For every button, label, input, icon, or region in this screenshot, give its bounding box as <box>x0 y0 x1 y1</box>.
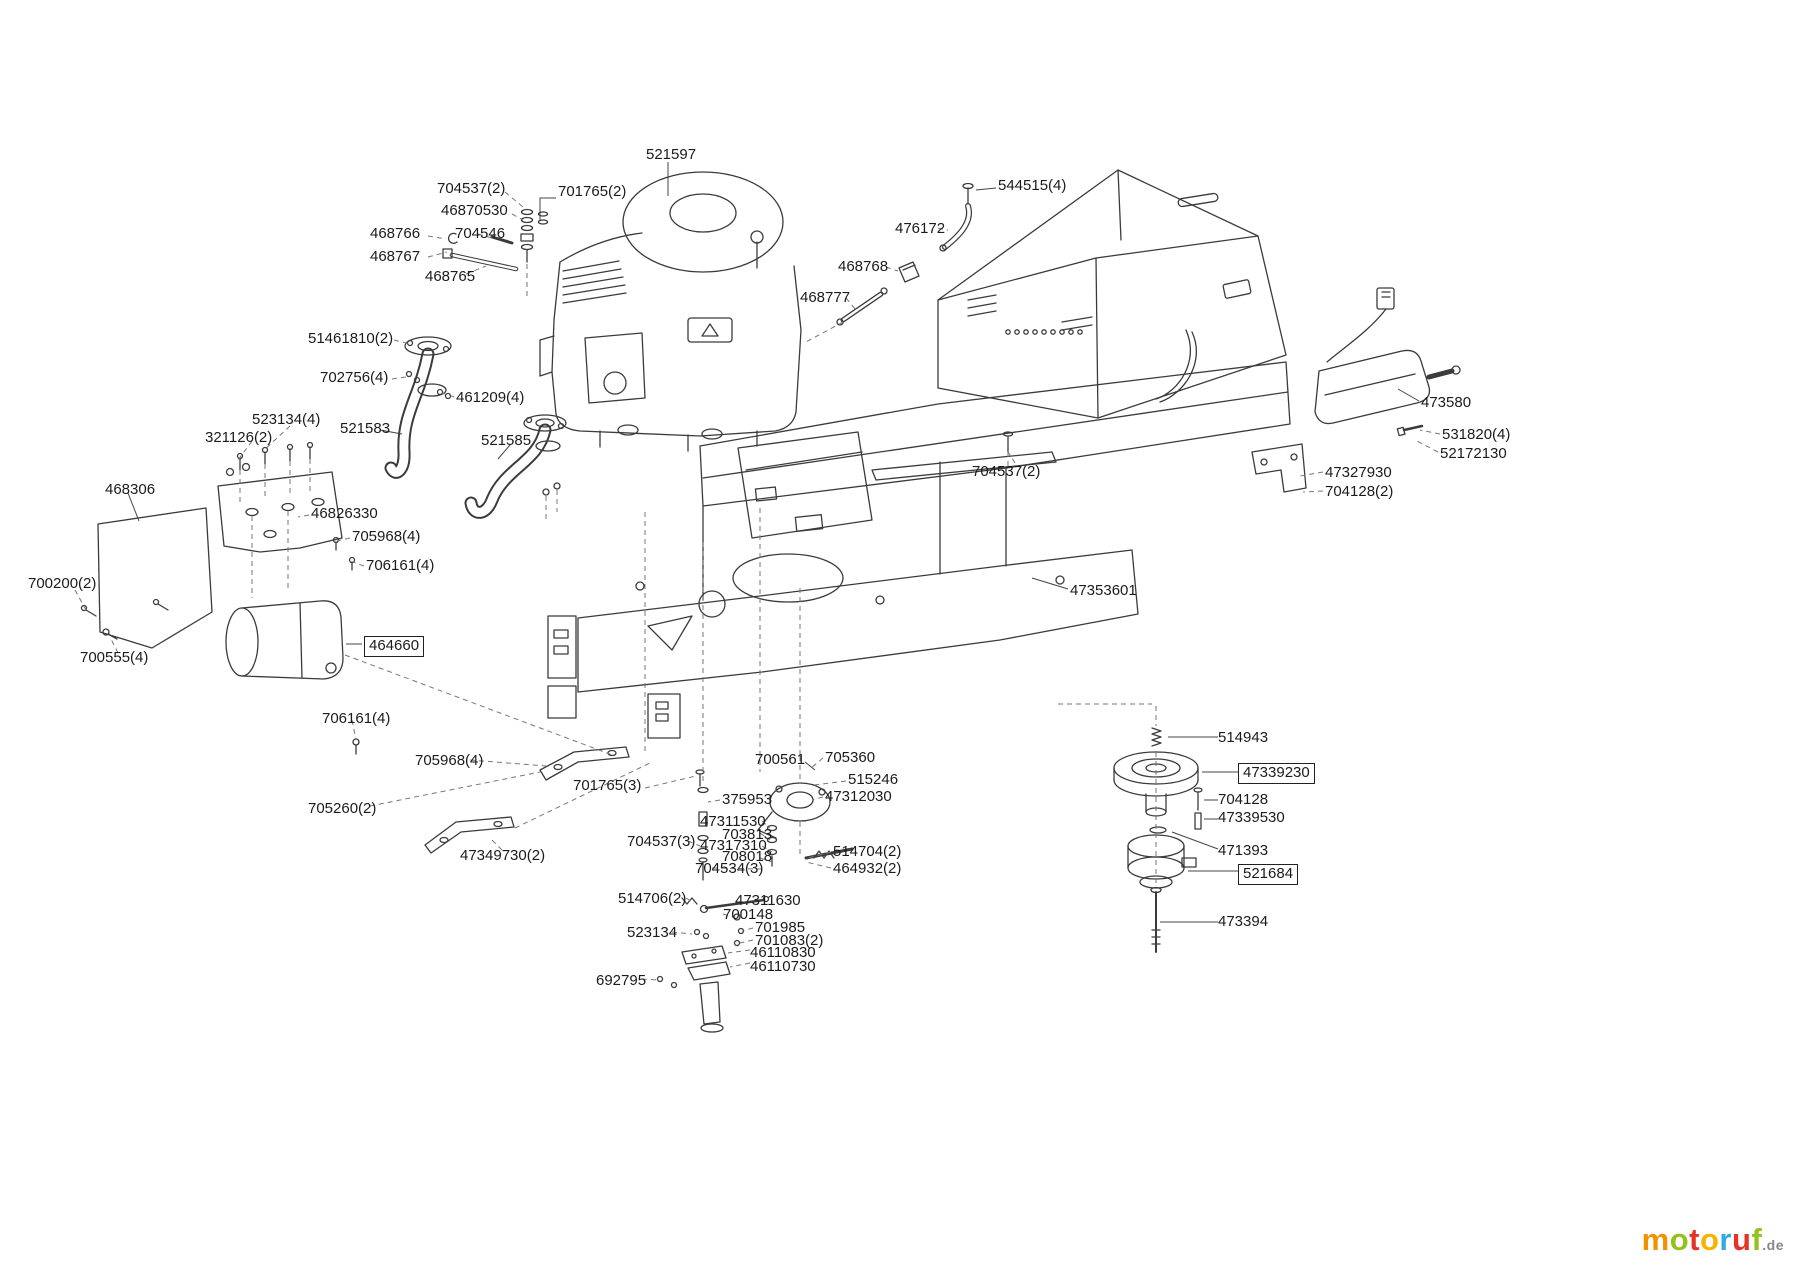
part-number-label: 468777 <box>800 289 851 306</box>
part-number-label: 523134 <box>627 924 678 941</box>
part-number-label: 47349730(2) <box>460 847 546 864</box>
part-number-label: 704537(2) <box>972 463 1041 480</box>
part-number-label: 47327930 <box>1325 464 1392 481</box>
part-number-label: 704128 <box>1218 791 1269 808</box>
part-number-label: 46870530 <box>441 202 508 219</box>
part-number-label: 704534(3) <box>695 860 764 877</box>
part-number-label: 700561 <box>755 751 806 768</box>
part-number-label: 476172 <box>895 220 946 237</box>
part-number-label: 47311530 <box>700 813 766 830</box>
part-number-label: 321126(2) <box>205 429 273 446</box>
part-number-label: 468765 <box>425 268 476 285</box>
part-number-label: 464660 <box>364 636 425 657</box>
part-number-label: 702756(4) <box>320 369 389 386</box>
part-number-label: 544515(4) <box>998 177 1067 194</box>
logo-letter: o <box>1699 1222 1720 1257</box>
frame-drawing <box>547 361 1291 739</box>
clutch-drawing <box>1113 727 1203 953</box>
part-number-label: 521597 <box>646 146 697 163</box>
part-number-label: 461209(4) <box>456 389 525 406</box>
part-number-label: 708018 <box>722 848 773 865</box>
part-number-label: 46110730 <box>750 958 816 975</box>
part-number-label: 47339230 <box>1238 763 1315 784</box>
part-number-label: 473394 <box>1218 913 1269 930</box>
logo-letter: f <box>1751 1222 1763 1257</box>
part-number-label: 47312030 <box>825 788 892 805</box>
logo-letter: t <box>1689 1222 1700 1257</box>
part-number-label: 47317310 <box>700 837 767 854</box>
part-number-label: 703813 <box>722 826 773 843</box>
part-number-label: 531820(4) <box>1442 426 1511 443</box>
part-number-label: 704537(3) <box>627 833 696 850</box>
part-number-label: 468767 <box>370 248 421 265</box>
part-number-label: 704128(2) <box>1325 483 1394 500</box>
part-number-label: 705968(4) <box>415 752 484 769</box>
part-number-label: 705360 <box>825 749 876 766</box>
part-number-label: 521684 <box>1238 864 1299 885</box>
rear-body-drawing <box>937 169 1287 419</box>
part-number-label: 468766 <box>370 225 421 242</box>
logo-letter: m <box>1641 1222 1670 1257</box>
part-number-label: 704546 <box>455 225 506 242</box>
part-number-label: 46110830 <box>750 944 816 961</box>
motoruf-logo[interactable]: motoruf.de <box>1642 1222 1784 1258</box>
exhaust-tube-drawing <box>384 336 567 519</box>
part-number-label: 705968(4) <box>352 528 421 545</box>
part-number-label: 51461810(2) <box>308 330 394 347</box>
part-number-label: 521585 <box>481 432 532 449</box>
part-number-label: 706161(4) <box>322 710 391 727</box>
part-number-label: 704537(2) <box>437 180 506 197</box>
part-number-label: 523134(4) <box>252 411 321 428</box>
part-number-label: 514943 <box>1218 729 1269 746</box>
logo-letter: o <box>1669 1222 1690 1257</box>
part-number-label: 468306 <box>105 481 156 498</box>
part-number-label: 700555(4) <box>80 649 149 666</box>
part-number-label: 464932(2) <box>833 860 902 877</box>
part-number-label: 514704(2) <box>833 843 902 860</box>
part-number-label: 46826330 <box>311 505 378 522</box>
part-number-label: 700200(2) <box>28 575 97 592</box>
part-number-label: 47353601 <box>1070 582 1137 599</box>
part-number-label: 471393 <box>1218 842 1269 859</box>
part-number-label: 692795 <box>596 972 647 989</box>
part-number-label: 701765(3) <box>573 777 642 794</box>
part-number-label: 705260(2) <box>308 800 377 817</box>
part-number-label: 701083(2) <box>755 932 824 949</box>
part-number-label: 468768 <box>838 258 889 275</box>
label-tick-lines <box>127 162 1420 923</box>
part-number-label: 47339530 <box>1218 809 1285 826</box>
part-number-label: 375953 <box>722 791 773 808</box>
part-number-label: 473580 <box>1421 394 1472 411</box>
mount-linkage-drawing <box>656 769 854 1033</box>
part-number-label: 706161(4) <box>366 557 435 574</box>
muffler-drawing <box>97 471 344 680</box>
part-number-label: 701985 <box>755 919 806 936</box>
logo-letter: r <box>1719 1222 1732 1257</box>
part-number-label: 700148 <box>723 906 774 923</box>
part-number-label: 47311630 <box>735 892 801 909</box>
strap-brackets-drawing <box>424 746 630 854</box>
part-number-label: 515246 <box>848 771 899 788</box>
logo-letters: motoruf <box>1642 1222 1763 1257</box>
logo-domain-suffix: .de <box>1762 1237 1784 1253</box>
logo-letter: u <box>1732 1222 1752 1257</box>
part-number-label: 52172130 <box>1440 445 1507 462</box>
part-number-label: 521583 <box>340 420 391 437</box>
dashed-leader-lines <box>74 191 1441 981</box>
fasteners-drawing <box>80 182 1014 755</box>
part-number-label: 701765(2) <box>558 183 627 200</box>
actuator-drawing <box>1251 287 1461 493</box>
part-number-label: 514706(2) <box>618 890 687 907</box>
